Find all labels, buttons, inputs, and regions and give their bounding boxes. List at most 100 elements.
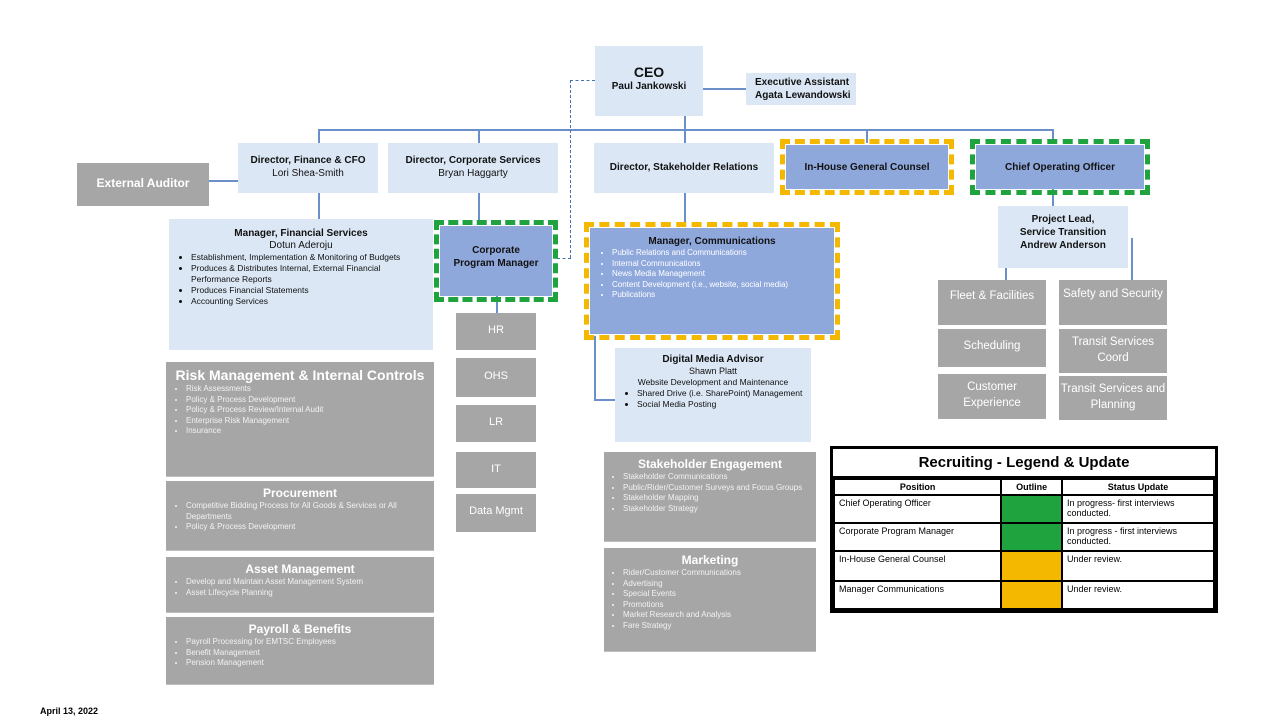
comms-digital-h [594,399,615,401]
stakeholder-eng-section[interactable]: Stakeholder Engagement Stakeholder Commu… [604,452,816,542]
exec-assistant-box[interactable]: Executive Assistant Agata Lewandowski [746,73,856,105]
ops-unit-fleet[interactable]: Fleet & Facilities [938,280,1046,325]
payroll-section[interactable]: Payroll & Benefits Payroll Processing fo… [166,617,434,685]
legend-outline-swatch [1000,550,1063,582]
auditor-line [209,180,238,182]
list-item: Enterprise Risk Management [186,416,428,427]
list-item: Benefit Management [186,648,428,659]
legend-status: In progress- first interviews conducted. [1060,494,1216,524]
legend-title: Recruiting - Legend & Update [833,449,1215,478]
digital-media-name: Shawn Platt [688,366,738,376]
procurement-list: Competitive Bidding Process for All Good… [172,501,428,533]
general-counsel-title: In-House General Counsel [804,162,930,173]
list-item: Publications [612,290,828,301]
dashed-report-v [570,80,571,258]
corp-unit-data-mgmt[interactable]: Data Mgmt [456,494,536,532]
document-date: April 13, 2022 [40,706,99,716]
list-item: Policy & Process Development [186,522,428,533]
ops-unit-scheduling[interactable]: Scheduling [938,329,1046,367]
manager-comms-box[interactable]: Manager, Communications Public Relations… [584,222,840,340]
coo-down [1052,188,1054,206]
general-counsel-box[interactable]: In-House General Counsel [780,139,954,195]
finance-down [318,193,320,219]
list-item: Content Development (i.e., website, soci… [612,280,828,291]
corp-unit-ohs[interactable]: OHS [456,358,536,397]
manager-comms-title: Manager, Communications [648,236,776,247]
marketing-list: Rider/Customer Communications Advertisin… [609,568,811,631]
stakeholder-eng-title: Stakeholder Engagement [637,457,783,471]
ops-unit-customer[interactable]: Customer Experience [938,374,1046,419]
legend-header-status: Status Update [1060,478,1216,496]
director-corporate-box[interactable]: Director, Corporate Services Bryan Hagga… [388,143,558,193]
corp-unit-it[interactable]: IT [456,452,536,488]
legend-position: Chief Operating Officer [832,494,1003,524]
legend-position: In-House General Counsel [832,550,1003,582]
corp-unit-hr[interactable]: HR [456,313,536,350]
table-row: Corporate Program Manager In progress - … [832,522,1216,552]
drop-coo [1052,129,1054,143]
external-auditor-box[interactable]: External Auditor [77,163,209,206]
coo-box[interactable]: Chief Operating Officer [970,139,1150,195]
manager-financial-box[interactable]: Manager, Financial Services Dotun Aderoj… [169,219,433,350]
list-item: News Media Management [612,269,828,280]
risk-section[interactable]: Risk Management & Internal Controls Risk… [166,362,434,477]
pl-right-down [1131,238,1133,280]
director-corporate-name: Bryan Haggarty [438,168,508,179]
list-item: Policy & Process Review/Internal Audit [186,405,428,416]
list-item: Insurance [186,426,428,437]
list-item: Promotions [623,600,811,611]
payroll-list: Payroll Processing for EMTSC Employees B… [172,637,428,669]
ceo-box[interactable]: CEO Paul Jankowski [595,46,703,116]
list-item: Accounting Services [191,296,427,307]
stakeholder-eng-list: Stakeholder Communications Public/Rider/… [609,472,811,514]
stakeholder-down [684,193,686,223]
director-stakeholder-box[interactable]: Director, Stakeholder Relations [594,143,774,193]
legend-outline-swatch [1000,494,1063,524]
corp-unit-lr[interactable]: LR [456,405,536,442]
ceo-assistant-line [703,88,746,90]
ops-unit-transit-coord[interactable]: Transit Services Coord [1059,329,1167,373]
ceo-down-line [684,116,686,130]
list-item: Asset Lifecycle Planning [186,588,428,599]
corporate-pm-line1: Corporate [472,245,520,256]
legend-table: Position Outline Status Update Chief Ope… [832,478,1216,610]
project-lead-box[interactable]: Project Lead, Service Transition Andrew … [998,206,1128,268]
list-item: Special Events [623,589,811,600]
legend-outline-swatch [1000,580,1063,610]
risk-title: Risk Management & Internal Controls [175,367,425,383]
procurement-section[interactable]: Procurement Competitive Bidding Process … [166,481,434,551]
digital-media-subtitle: Website Development and Maintenance [637,377,789,387]
marketing-section[interactable]: Marketing Rider/Customer Communications … [604,548,816,652]
legend-position: Corporate Program Manager [832,522,1003,552]
risk-list: Risk Assessments Policy & Process Develo… [172,384,428,437]
corporate-down [478,193,480,223]
project-lead-line2: Service Transition [1019,227,1107,238]
list-item: Shared Drive (i.e. SharePoint) Managemen… [637,388,805,399]
drop-stakeholder [684,129,686,143]
corporate-pm-box[interactable]: Corporate Program Manager [434,220,558,302]
procurement-title: Procurement [262,486,338,500]
director-finance-box[interactable]: Director, Finance & CFO Lori Shea-Smith [238,143,378,193]
legend-outline-swatch [1000,522,1063,552]
ops-unit-safety[interactable]: Safety and Security [1059,280,1167,325]
ceo-title: CEO [633,64,665,80]
list-item: Establishment, Implementation & Monitori… [191,252,427,263]
legend-header-position: Position [832,478,1003,496]
list-item: Risk Assessments [186,384,428,395]
project-lead-name: Andrew Anderson [1020,240,1106,251]
digital-media-box[interactable]: Digital Media Advisor Shawn Platt Websit… [615,348,811,442]
exec-assistant-name: Agata Lewandowski [755,90,851,101]
manager-comms-list: Public Relations and Communications Inte… [596,248,828,301]
list-item: Advertising [623,579,811,590]
ops-unit-transit-planning[interactable]: Transit Services and Planning [1059,376,1167,420]
comms-digital-line [594,336,596,400]
asset-section[interactable]: Asset Management Develop and Maintain As… [166,557,434,613]
ceo-name: Paul Jankowski [611,81,687,92]
list-item: Produces & Distributes Internal, Externa… [191,263,427,285]
legend-header-outline: Outline [1000,478,1063,496]
payroll-title: Payroll & Benefits [248,622,352,636]
list-item: Policy & Process Development [186,395,428,406]
table-row: In-House General Counsel Under review. [832,550,1216,582]
director-finance-title: Director, Finance & CFO [250,155,366,166]
legend-status: Under review. [1060,550,1216,582]
